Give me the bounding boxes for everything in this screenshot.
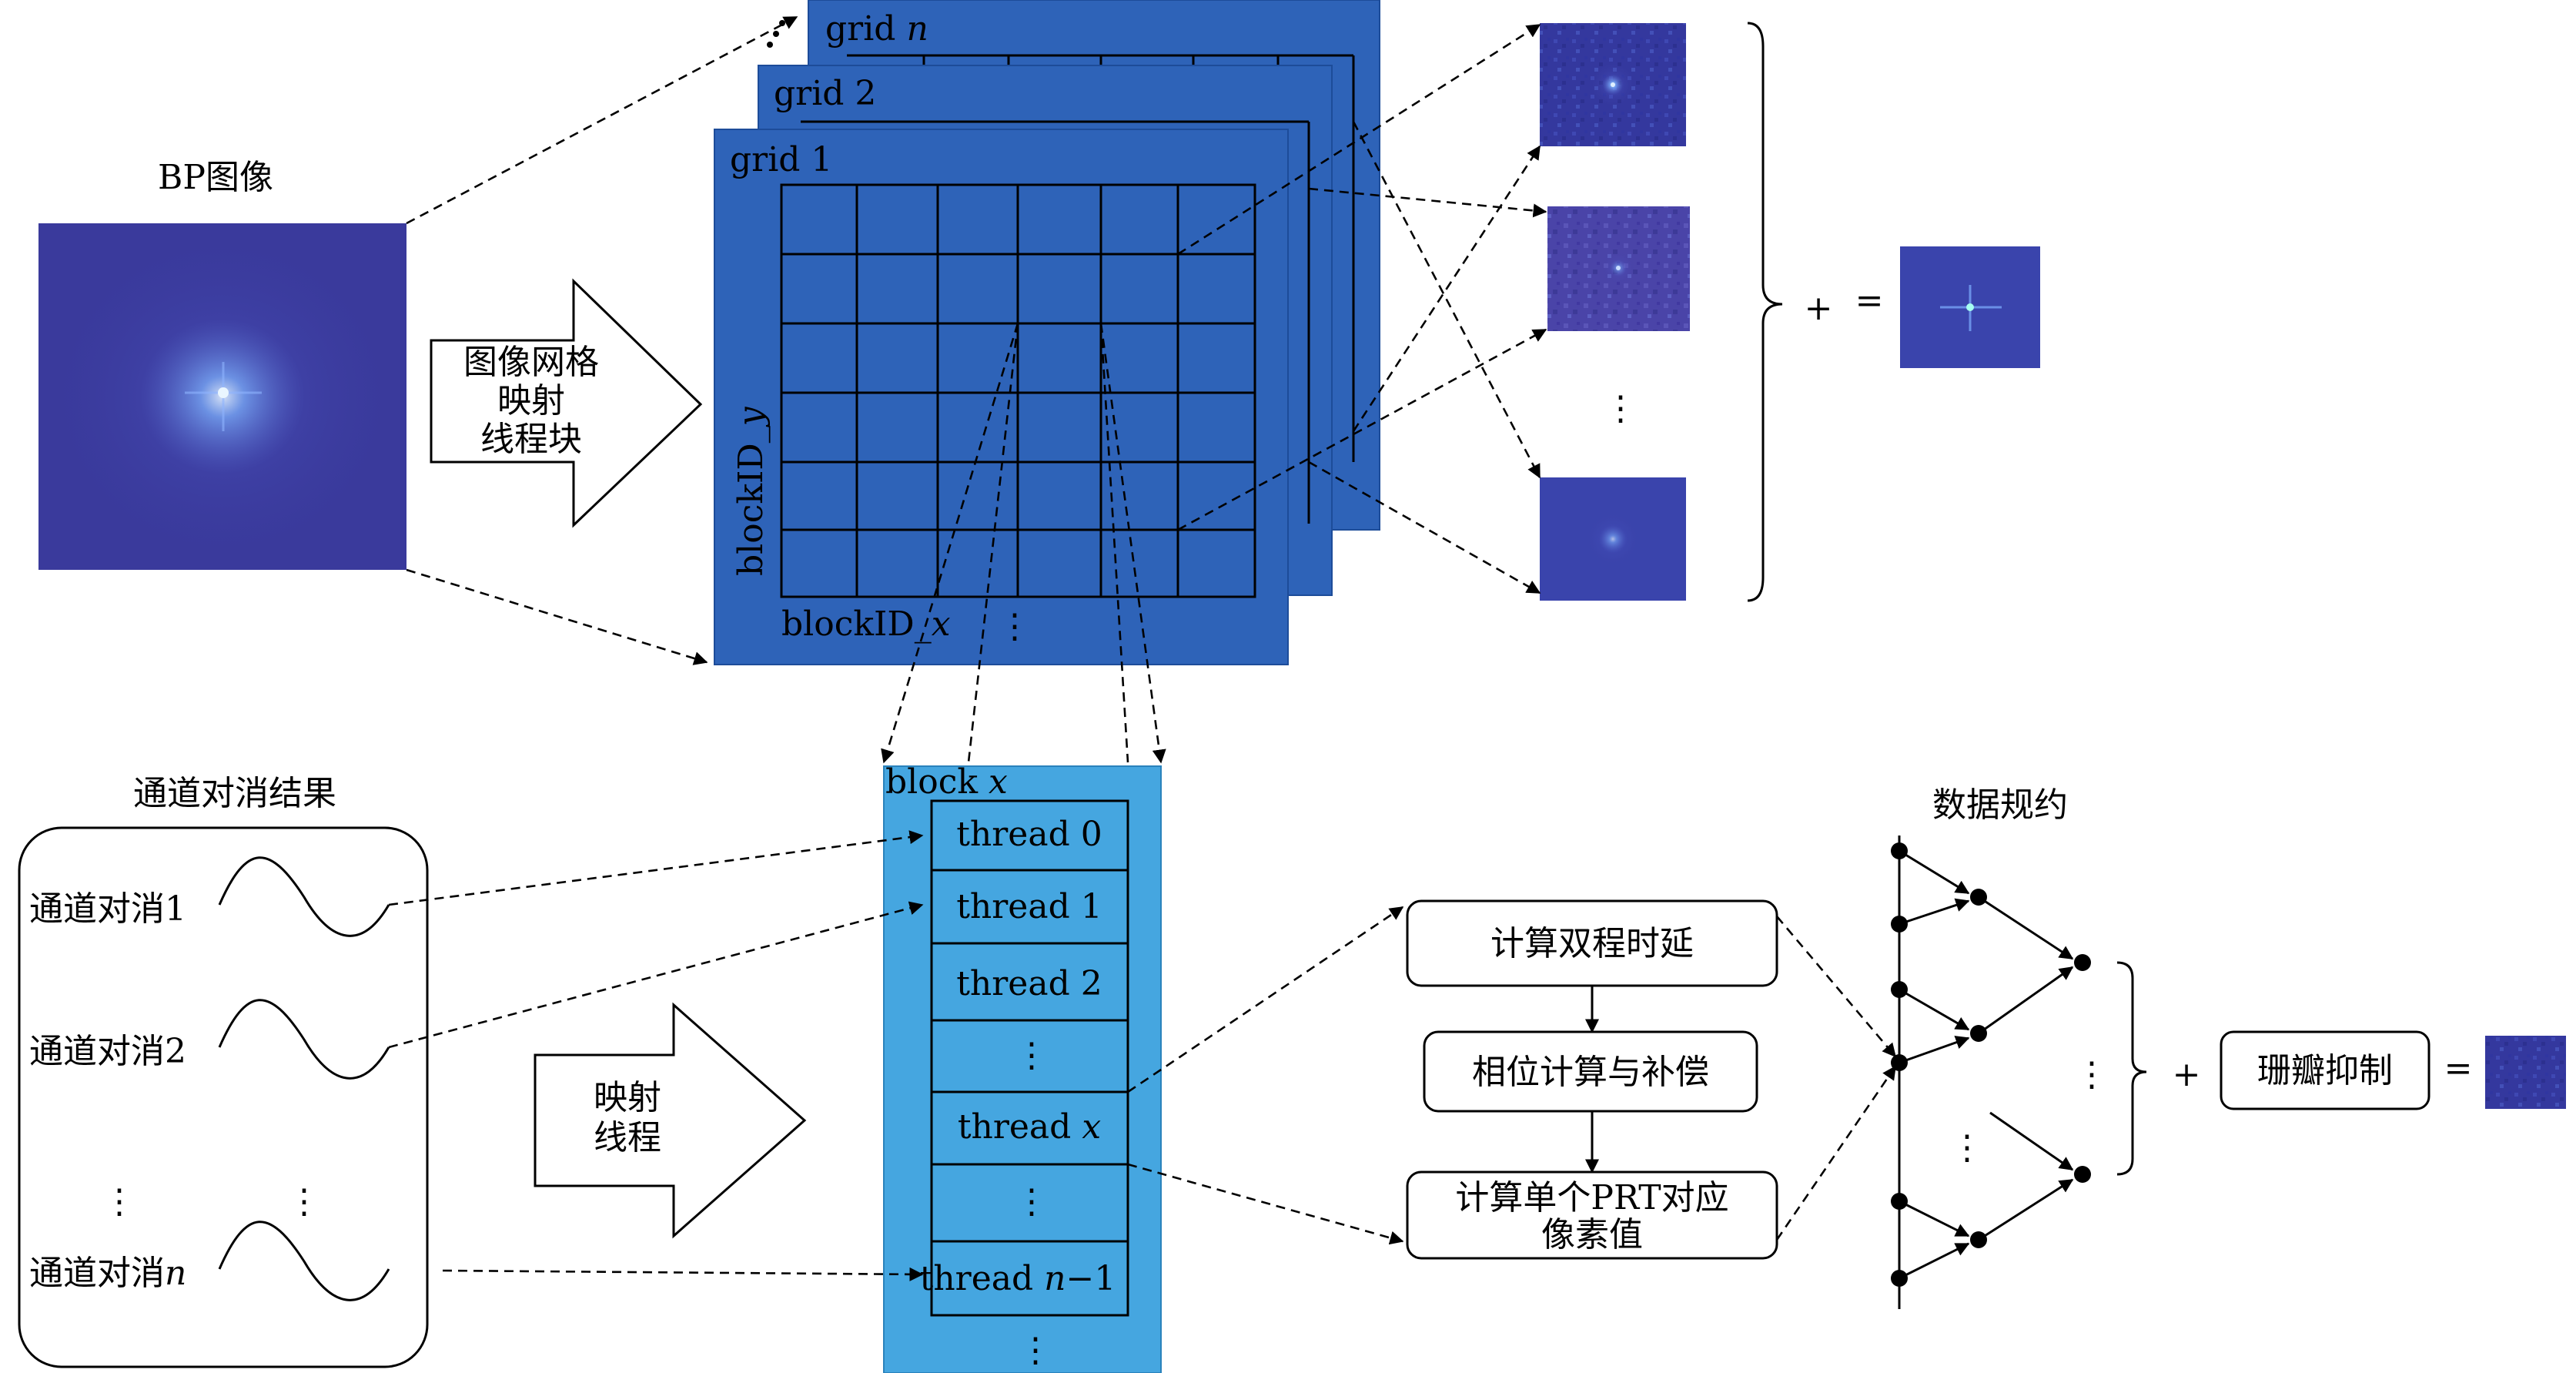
block-x-panel: block x thread 0 thread 1 thread 2 ⋮ thr… xyxy=(883,762,1162,1373)
grid-1-label: grid 1 xyxy=(730,140,832,179)
arrow-label-line2: 映射 xyxy=(497,381,565,420)
channel-box-title: 通道对消结果 xyxy=(133,774,336,813)
thumbnail-vdots: ⋮ xyxy=(1604,389,1638,428)
sidelobe-suppression-label: 珊瓣抑制 xyxy=(2257,1051,2393,1090)
sum-brace xyxy=(1747,22,1783,602)
small-arrow-label-line2: 线程 xyxy=(594,1118,661,1157)
thread-1: thread 1 xyxy=(956,887,1102,926)
step-pixel-value-label-line2: 像素值 xyxy=(1541,1215,1643,1254)
thread-0: thread 0 xyxy=(956,815,1102,854)
block-x-label: block x xyxy=(885,762,1008,802)
blockid-y-label: blockID_y xyxy=(731,406,771,576)
blockid-x-label: blockID_x xyxy=(781,604,951,644)
stack-dots xyxy=(767,20,785,48)
process-flow: 计算双程时延 相位计算与补偿 计算单个PRT对应 像素值 xyxy=(1406,899,1778,1260)
thread-x: thread x xyxy=(958,1107,1101,1147)
channel-item-n: 通道对消n xyxy=(29,1254,186,1293)
grid-2-label: grid 2 xyxy=(774,74,876,113)
channel-box xyxy=(18,826,429,1368)
result-thumbnails: ⋮ xyxy=(1540,23,1690,601)
bp-image xyxy=(38,223,406,570)
step-pixel-value-label-line1: 计算单个PRT对应 xyxy=(1455,1178,1728,1217)
thread-vdots-2: ⋮ xyxy=(1015,1182,1049,1221)
reduction-tree: ⋮ ⋮ xyxy=(1891,836,2147,1309)
arrow-label-line1: 图像网格 xyxy=(463,343,599,382)
channel-wave-1 xyxy=(218,856,390,937)
grid-stack: grid n grid 2 grid 1 blockID_y blockID_x… xyxy=(714,0,1380,665)
channel-to-thread-arrows xyxy=(388,830,924,1281)
step-compute-delay-label: 计算双程时延 xyxy=(1490,924,1694,963)
bp-image-label: BP图像 xyxy=(158,158,273,197)
final-result-image xyxy=(2485,1036,2566,1109)
sum-equals-sign: = xyxy=(1855,281,1884,320)
reduction-vdots-outer: ⋮ xyxy=(2075,1055,2109,1094)
channel-vdots-right: ⋮ xyxy=(287,1182,321,1221)
bp-to-grid-bottom-arrow xyxy=(406,568,708,665)
thread-vdots-1: ⋮ xyxy=(1015,1036,1049,1075)
bp-to-grid-top-arrow xyxy=(406,15,798,225)
grid-1-panel xyxy=(714,129,1289,665)
block-vdots: ⋮ xyxy=(1019,1331,1052,1370)
channel-item-2: 通道对消2 xyxy=(29,1032,186,1071)
thread-2: thread 2 xyxy=(956,964,1102,1003)
step-pixel-value xyxy=(1406,1170,1778,1260)
sum-plus-sign: + xyxy=(1805,289,1833,328)
map-thread-arrow: 映射 线程 xyxy=(534,1002,807,1239)
step-phase-compensation xyxy=(1423,1030,1758,1113)
step-to-reduction-arrows xyxy=(1775,916,1897,1241)
arrow-label-line3: 线程块 xyxy=(480,420,582,459)
thread-n-minus-1: thread n−1 xyxy=(920,1259,1116,1298)
cell-to-block-arrows xyxy=(881,323,1166,764)
final-equals-sign: = xyxy=(2444,1049,2473,1088)
step-phase-compensation-label: 相位计算与补偿 xyxy=(1472,1053,1709,1092)
small-arrow-label-line1: 映射 xyxy=(594,1078,661,1117)
channel-item-1: 通道对消1 xyxy=(29,889,186,929)
channel-vdots-left: ⋮ xyxy=(102,1182,136,1221)
grid-n-label: grid n xyxy=(825,9,928,49)
channel-wave-n xyxy=(218,1221,390,1301)
channel-wave-2 xyxy=(218,999,390,1080)
reduction-plus-sign: + xyxy=(2173,1055,2201,1094)
sidelobe-suppression-box xyxy=(2220,1030,2430,1110)
thread-to-step-arrows xyxy=(1127,906,1404,1245)
grid-to-thumbnail-arrows xyxy=(1177,23,1547,594)
grid-vdots: ⋮ xyxy=(998,607,1032,646)
reduction-title: 数据规约 xyxy=(1932,785,2068,825)
map-grid-arrow: 图像网格 映射 线程块 xyxy=(430,278,703,528)
sum-result-image xyxy=(1900,246,2040,368)
reduction-vdots-inner: ⋮ xyxy=(1950,1128,1984,1167)
